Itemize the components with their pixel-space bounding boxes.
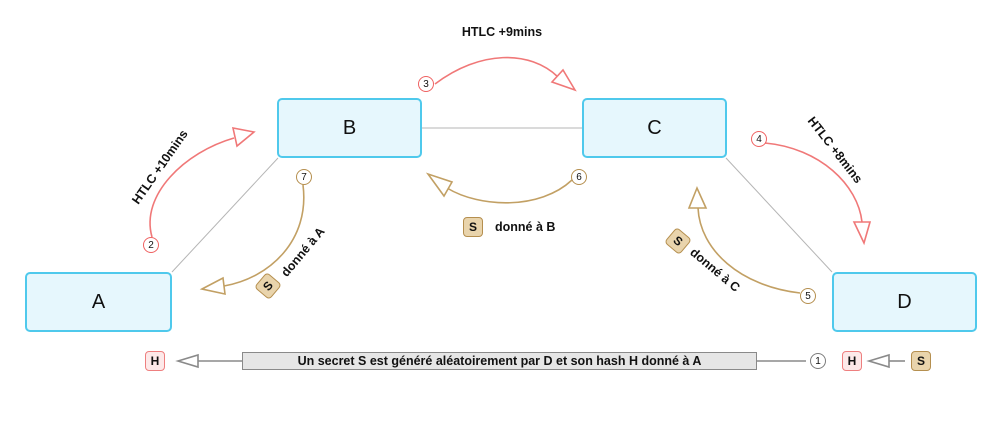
step-1-marker: 1 <box>810 353 826 369</box>
step-4-marker: 4 <box>751 131 767 147</box>
htlc-arrow-a-b <box>149 137 235 238</box>
htlc-arrowhead-c-d <box>852 221 872 246</box>
channel-line-a-b <box>171 157 279 273</box>
s-to-h-arrowhead <box>866 353 890 369</box>
step-7-marker: 7 <box>296 169 312 185</box>
htlc-arrow-c-d <box>764 142 863 223</box>
secret-arrowhead-b-a <box>199 276 226 296</box>
hash-badge-at-a: H <box>145 351 165 371</box>
hash-arrowhead <box>175 353 199 369</box>
channel-line-c-d <box>725 157 833 273</box>
secret-badge-to-b: S <box>463 217 483 237</box>
step-3-marker: 3 <box>418 76 434 92</box>
secret-arrowhead-d-c <box>687 185 708 209</box>
htlc-label-b-c: HTLC +9mins <box>461 25 543 39</box>
step-5-marker: 5 <box>800 288 816 304</box>
node-b: B <box>277 98 422 158</box>
step-6-marker: 6 <box>571 169 587 185</box>
step-2-marker: 2 <box>143 237 159 253</box>
secret-arrow-c-b <box>446 179 573 204</box>
secret-badge-at-d: S <box>911 351 931 371</box>
hash-badge-at-d: H <box>842 351 862 371</box>
node-d: D <box>832 272 977 332</box>
secret-generation-banner: Un secret S est généré aléatoirement par… <box>242 352 757 370</box>
secret-arrow-b-a <box>223 184 305 287</box>
secret-arrow-d-c <box>697 207 801 294</box>
htlc-arrow-b-c <box>434 56 559 85</box>
secret-label-to-b: donné à B <box>495 220 556 234</box>
htlc-arrowhead-b-c <box>550 68 577 92</box>
secret-arrowhead-c-b <box>425 172 454 198</box>
htlc-arrowhead-a-b <box>231 126 256 148</box>
node-a: A <box>25 272 172 332</box>
node-c: C <box>582 98 727 158</box>
